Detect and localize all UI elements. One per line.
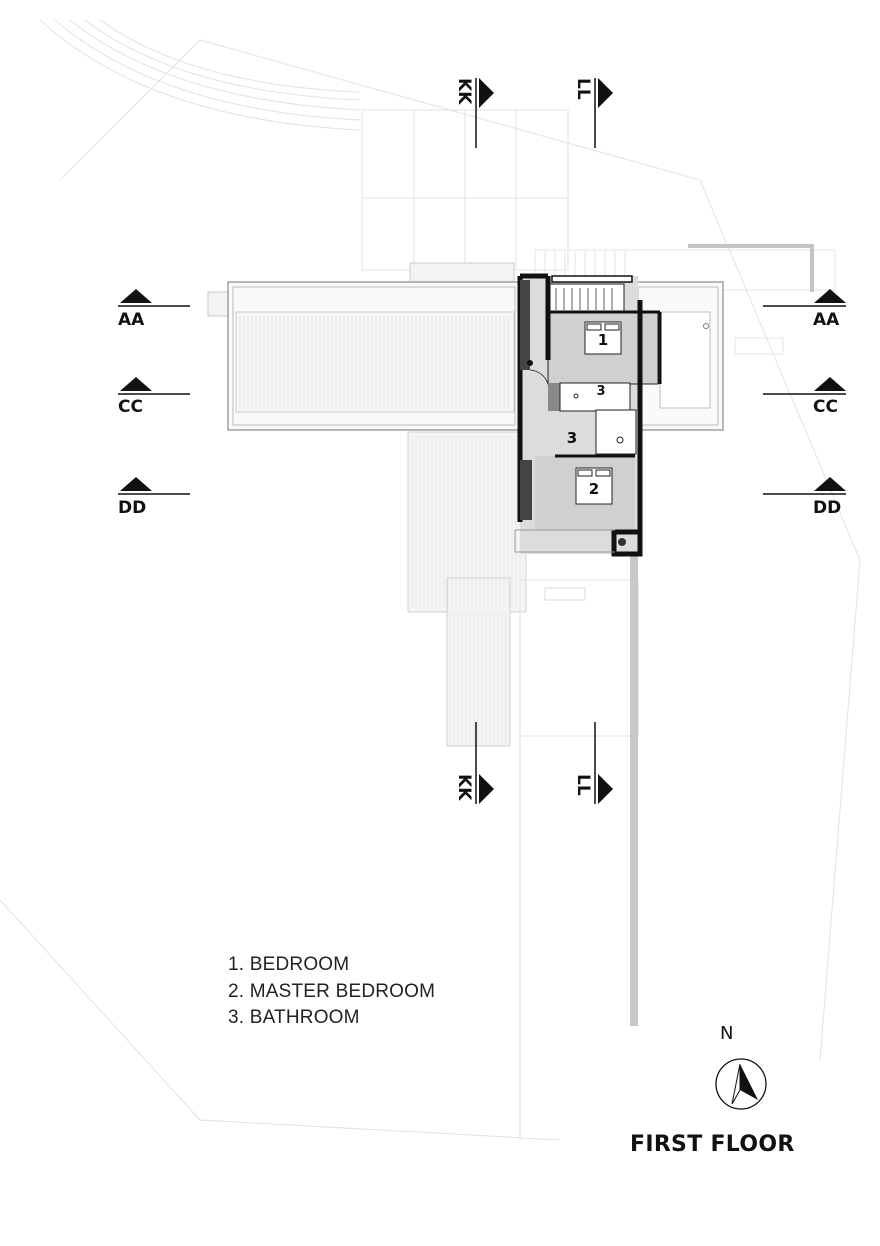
section-marker-cc-right: CC — [763, 377, 846, 417]
room-label-bedroom: 1 — [598, 331, 608, 349]
svg-text:LL: LL — [573, 774, 593, 796]
section-marker-aa-left: AA — [118, 289, 190, 330]
svg-text:DD: DD — [118, 498, 146, 518]
section-marker-kk-top: KK — [454, 78, 494, 148]
section-marker-ll-bottom: LL — [573, 722, 613, 804]
svg-text:KK: KK — [454, 78, 474, 105]
section-marker-dd-right: DD — [763, 477, 846, 518]
room-label-master-bedroom: 2 — [589, 480, 599, 498]
first-floor-rooms — [514, 273, 662, 557]
bed-icon — [584, 321, 622, 355]
roof-ribs — [239, 316, 509, 408]
svg-text:CC: CC — [813, 397, 838, 417]
legend-item: 3. BATHROOM — [228, 1007, 360, 1028]
drawing-title: FIRST FLOOR — [630, 1132, 795, 1157]
svg-text:CC: CC — [118, 397, 143, 417]
svg-text:KK: KK — [454, 774, 474, 801]
deck-ribs — [411, 436, 521, 744]
north-label: N — [720, 1023, 734, 1044]
legend-item: 2. MASTER BEDROOM — [228, 980, 436, 1002]
svg-text:LL: LL — [573, 78, 593, 100]
north-arrow-icon — [715, 1058, 767, 1110]
svg-text:AA: AA — [813, 310, 840, 330]
room-legend: 1. BEDROOM 2. MASTER BEDROOM 3. BATHROOM — [228, 952, 435, 1032]
roof-edge-right — [688, 244, 814, 292]
section-marker-dd-left: DD — [118, 477, 190, 518]
svg-text:DD: DD — [813, 498, 841, 518]
section-marker-kk-bottom: KK — [454, 722, 494, 804]
room-label-bathroom-a: 3 — [596, 384, 605, 399]
section-marker-aa-right: AA — [763, 289, 846, 330]
section-marker-ll-top: LL — [573, 78, 613, 148]
section-marker-cc-left: CC — [118, 377, 190, 417]
bed-icon — [575, 467, 613, 505]
svg-text:AA: AA — [118, 310, 145, 330]
legend-item: 1. BEDROOM — [228, 954, 350, 975]
entry-path — [630, 554, 638, 1026]
room-label-bathroom-b: 3 — [567, 429, 577, 447]
